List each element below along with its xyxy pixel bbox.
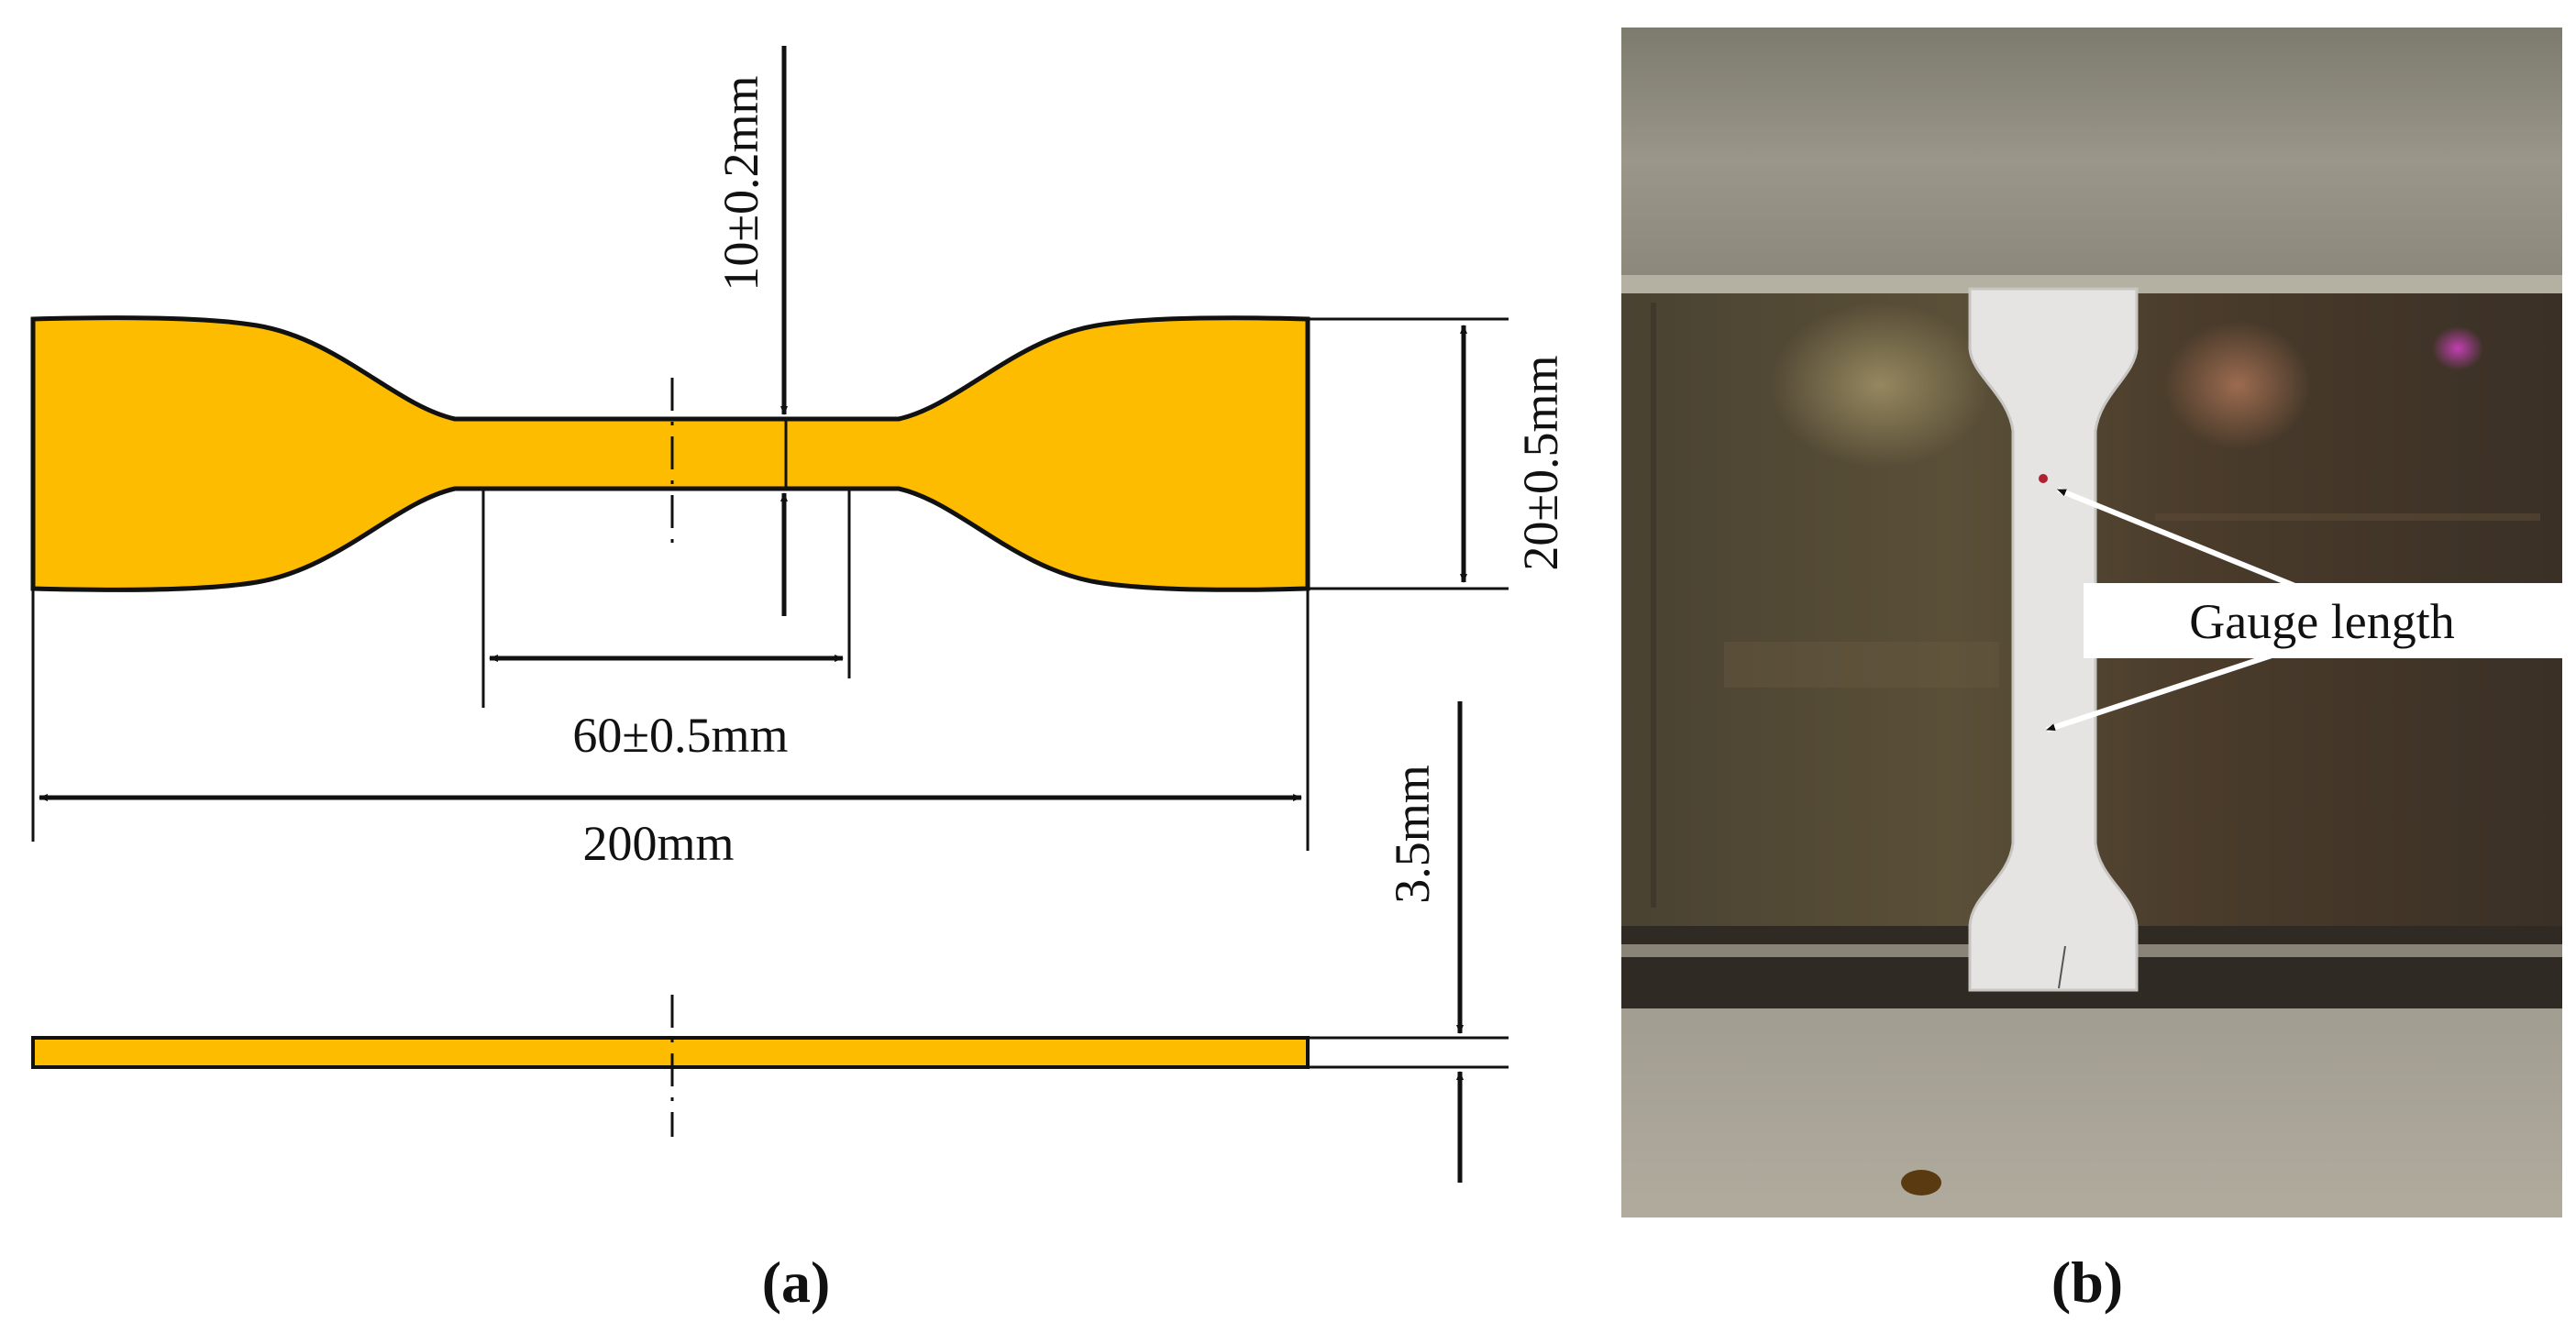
gauge-length-label-box [2084,583,2562,658]
gauge-width-label: 10±0.2mm [713,75,768,291]
photo-specimen [1968,287,2139,992]
gauge-arrow-lower [2046,652,2275,733]
panel-a: 10±0.2mm 20±0.5mm 60±0.5mm 200mm 3.5mm (… [30,46,1568,1315]
thickness-label: 3.5mm [1385,765,1440,904]
bottom-grip [1621,1008,2562,1217]
grip-width-label: 20±0.5mm [1513,355,1568,570]
gauge-length-annotation: Gauge length [2189,594,2454,649]
specimen-top-view [30,315,1310,592]
specimen-side-view [31,1036,1310,1069]
total-length-label: 200mm [582,816,734,871]
top-grip [1621,28,2562,293]
panel-a-caption: (a) [762,1250,831,1315]
gauge-length-label: 60±0.5mm [572,708,788,763]
gauge-arrow-upper [2056,487,2299,589]
panel-b-caption: (b) [2051,1250,2123,1315]
panel-b: Gauge length (b) [1621,28,2562,1315]
